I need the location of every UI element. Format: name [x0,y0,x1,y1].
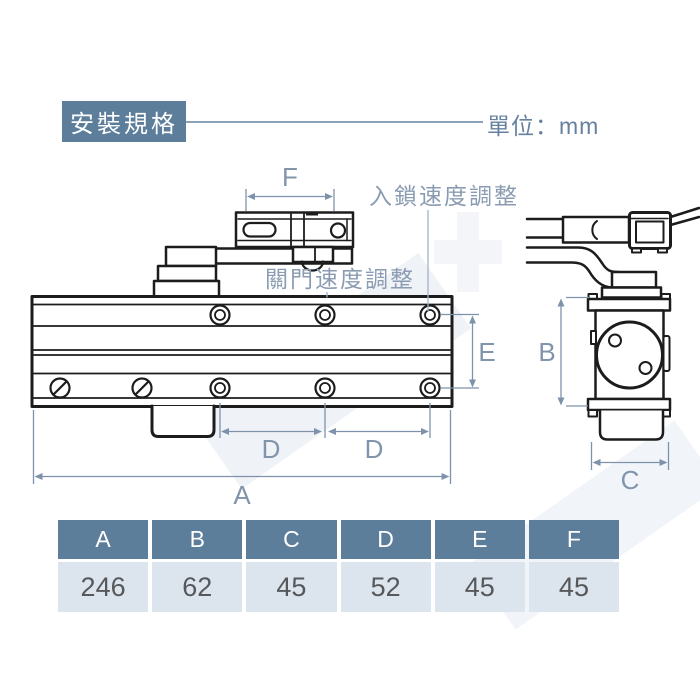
spec-value-cell-f: 45 [528,562,620,612]
ring-screw-icon [314,304,336,326]
spec-header-cell-e: E [434,520,525,559]
dim-label-d1: D [262,434,281,464]
spindle-circle [595,320,664,390]
ring-screw-icon [209,377,231,399]
dimension-F [245,189,335,211]
arm-link-side [525,206,700,299]
slide-bracket [234,211,355,272]
ring-screw-icon [419,304,441,326]
dim-label-d2: D [365,434,384,464]
spec-value-cell-a: 246 [58,562,149,612]
slot-hole [242,221,277,238]
dimension-D2 [328,428,429,435]
leader-lines [326,210,429,311]
closer-body-side [586,293,672,441]
spec-table-value-row: 246 62 45 52 45 45 [58,562,620,612]
dim-label-f: F [282,162,298,192]
dimensions [32,189,670,484]
spec-value-cell-d: 52 [340,562,431,612]
dim-label-c: C [621,465,640,495]
ring-screw-icon [314,377,336,399]
spec-table-header-row: A B C D E F [58,520,620,559]
spec-value-cell-c: 45 [246,562,337,612]
spec-header-cell-c: C [246,520,337,559]
spec-value-cell-b: 62 [152,562,243,612]
spec-header-cell-b: B [152,520,243,559]
title-rule [186,121,483,123]
ring-screw-icon [419,377,441,399]
bottom-tab [150,404,216,438]
dimension-labels: F E B C D D A [233,162,639,510]
bottom-cap [598,409,665,441]
close-speed-label: 關門速度調整 [265,266,415,292]
slotted-screw-icon [131,377,153,399]
dimension-D1 [219,403,431,438]
unit-label: 單位：mm [487,113,600,139]
spec-header-cell-f: F [528,520,620,559]
slotted-screw-icon [49,377,71,399]
spec-header-cell-d: D [340,520,431,559]
dim-label-b: B [538,337,555,367]
spec-table: A B C D E F 246 62 45 52 45 45 [58,520,620,612]
dimension-A [32,410,452,484]
section-title: 安裝規格 [62,101,186,142]
arm-and-pivot-base [152,245,354,299]
annotations: 入鎖速度調整 關門速度調整 [265,183,519,292]
pin-hole [329,222,347,239]
dim-label-e: E [478,337,495,367]
spec-header-cell-a: A [58,520,149,559]
dimension-B [557,296,589,407]
lock-speed-label: 入鎖速度調整 [369,183,519,209]
spec-value-cell-e: 45 [434,562,525,612]
dimension-E [441,313,479,389]
dim-label-a: A [233,480,251,510]
dimension-C [590,442,670,470]
ring-screw-icon [209,304,231,326]
closer-body-front [30,295,454,438]
mounting-screws [49,304,441,399]
